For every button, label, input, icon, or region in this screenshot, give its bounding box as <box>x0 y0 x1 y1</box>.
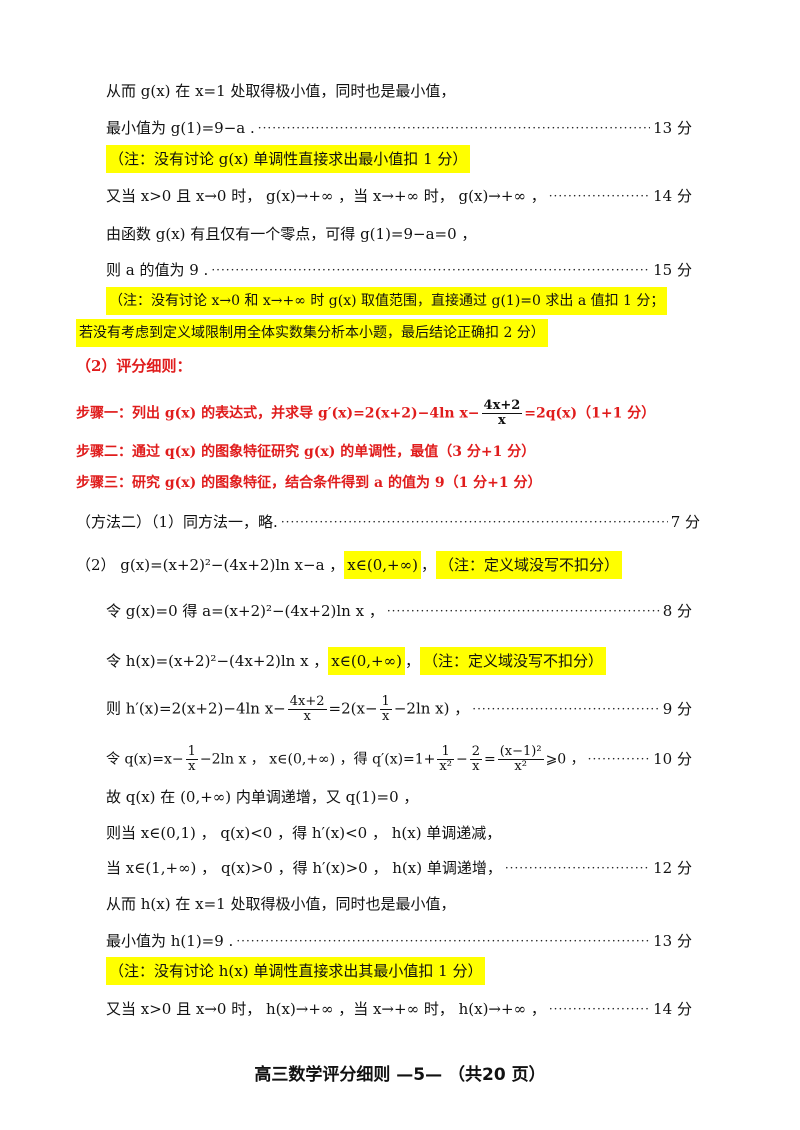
score: 15 分 <box>653 261 692 279</box>
text-line: 从而 g(x) 在 x=1 处取得极小值，同时也是最小值， <box>106 82 456 100</box>
page-footer: 高三数学评分细则 —5— （共20 页） <box>254 1065 546 1085</box>
step-line: 步骤二：通过 q(x) 的图象特征研究 g(x) 的单调性，最值（3 分+1 分… <box>76 444 536 460</box>
text-line: 又当 x>0 且 x→0 时， g(x)→+∞ ，当 x→+∞ 时， g(x)→… <box>106 183 692 209</box>
score: 8 分 <box>662 602 692 620</box>
text-line: 则 a 的值为 9 . ····························… <box>106 257 692 283</box>
highlighted-note: （注：定义域没写不扣分） <box>435 551 622 579</box>
step-line: 步骤一：列出 g(x) 的表达式，并求导 g′(x)=2(x+2)−4ln x−… <box>76 397 656 428</box>
score: 13 分 <box>653 932 692 950</box>
highlighted-note: 若没有考虑到定义域限制用全体实数集分析本小题，最后结论正确扣 2 分） <box>76 319 548 347</box>
note-line: 若没有考虑到定义域限制用全体实数集分析本小题，最后结论正确扣 2 分） <box>76 319 700 347</box>
text-line: 故 q(x) 在 (0,+∞) 内单调递增，又 q(1)=0 ， <box>106 788 419 806</box>
leader-dots: ········································… <box>386 604 660 618</box>
text-line: 令 h(x)=(x+2)²−(4x+2)ln x ， x∈(0,+∞) ， （注… <box>106 647 692 675</box>
highlighted-note: （注：没有讨论 g(x) 单调性直接求出最小值扣 1 分） <box>106 145 471 173</box>
highlighted-note: （注：没有讨论 x→0 和 x→+∞ 时 g(x) 取值范围，直接通过 g(1)… <box>106 287 668 315</box>
highlighted-note: （注：定义域没写不扣分） <box>419 647 606 675</box>
text-line: 又当 x>0 且 x→0 时， h(x)→+∞ ，当 x→+∞ 时， h(x)→… <box>106 996 692 1022</box>
leader-dots: ········································… <box>257 121 650 135</box>
highlighted-note: （注：没有讨论 h(x) 单调性直接求出其最小值扣 1 分） <box>106 957 486 985</box>
highlighted-domain: x∈(0,+∞) <box>344 551 421 579</box>
text-line: 由函数 g(x) 有且仅有一个零点，可得 g(1)=9−a=0 ， <box>106 225 477 243</box>
leader-dots: ········································… <box>548 189 650 203</box>
note-line: （注：没有讨论 h(x) 单调性直接求出其最小值扣 1 分） <box>106 957 692 985</box>
score: 7 分 <box>670 513 700 531</box>
step-line: 步骤三：研究 g(x) 的图象特征，结合条件得到 a 的值为 9（1 分+1 分… <box>76 475 542 491</box>
text-line: （方法二）（1）同方法一，略. ························… <box>76 509 700 535</box>
text-line: （2） g(x)=(x+2)²−(4x+2)ln x−a ， x∈(0,+∞) … <box>76 551 700 579</box>
leader-dots: ······························ <box>587 752 651 766</box>
section-heading: （2）评分细则： <box>76 357 192 375</box>
leader-dots: ········································… <box>211 263 651 277</box>
note-line: （注：没有讨论 g(x) 单调性直接求出最小值扣 1 分） <box>106 145 692 173</box>
leader-dots: ········································… <box>236 934 651 948</box>
score: 9 分 <box>662 700 692 718</box>
score: 12 分 <box>653 859 692 877</box>
text-line: 从而 h(x) 在 x=1 处取得极小值，同时也是最小值， <box>106 895 456 913</box>
note-line: （注：没有讨论 x→0 和 x→+∞ 时 g(x) 取值范围，直接通过 g(1)… <box>106 287 728 315</box>
text-line: 令 g(x)=0 得 a=(x+2)²−(4x+2)ln x ， ·······… <box>106 598 692 624</box>
leader-dots: ········································… <box>472 702 660 716</box>
leader-dots: ········································… <box>548 1002 650 1016</box>
score: 10 分 <box>653 750 692 768</box>
text-line: 最小值为 g(1)=9−a . ························… <box>106 115 692 141</box>
text-line: 则当 x∈(0,1) ， q(x)<0 ，得 h′(x)<0 ， h(x) 单调… <box>106 824 502 842</box>
text-line: 最小值为 h(1)=9 . ··························… <box>106 928 692 954</box>
score: 13 分 <box>653 119 692 137</box>
text-line: 当 x∈(1,+∞) ， q(x)>0 ，得 h′(x)>0 ， h(x) 单调… <box>106 855 692 881</box>
score: 14 分 <box>653 187 692 205</box>
leader-dots: ········································… <box>504 861 650 875</box>
leader-dots: ········································… <box>280 515 668 529</box>
highlighted-domain: x∈(0,+∞) <box>328 647 405 675</box>
score: 14 分 <box>653 1000 692 1018</box>
